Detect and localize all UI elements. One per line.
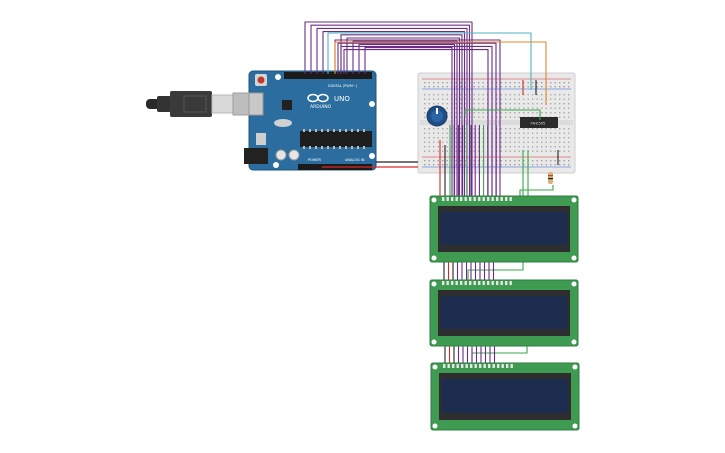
usb-port[interactable]: [248, 92, 264, 116]
power-header-label: POWER: [308, 158, 322, 162]
power-jack[interactable]: [244, 148, 268, 164]
analog-header-label: ANALOG IN: [345, 158, 365, 162]
lcd-screen-1: [441, 212, 567, 245]
lcd-modules: [429, 195, 580, 431]
shift-register-chip[interactable]: 74HC595: [520, 117, 558, 128]
arduino-infinity-logo-icon: [307, 93, 329, 103]
resistor[interactable]: [548, 172, 553, 184]
arduino-uno-board[interactable]: ARDUINO UNO DIGITAL (PWM~) POWER ANALOG …: [244, 70, 377, 171]
potentiometer[interactable]: [426, 105, 448, 127]
digital-header-label: DIGITAL (PWM~): [328, 84, 358, 88]
digital-header: [284, 72, 372, 79]
lcd-module-2[interactable]: [429, 279, 579, 347]
usb-cable[interactable]: [146, 91, 254, 117]
arduino-brand-label: ARDUINO: [310, 104, 332, 110]
lcd-screen-3: [442, 379, 568, 413]
ic-label: 74HC595: [530, 122, 545, 126]
lcd-module-3[interactable]: [430, 362, 580, 431]
lcd-screen-2: [441, 296, 567, 329]
arduino-model-label: UNO: [334, 95, 350, 103]
breadboard-holes: [424, 82, 570, 166]
lcd-module-1[interactable]: [429, 195, 579, 263]
